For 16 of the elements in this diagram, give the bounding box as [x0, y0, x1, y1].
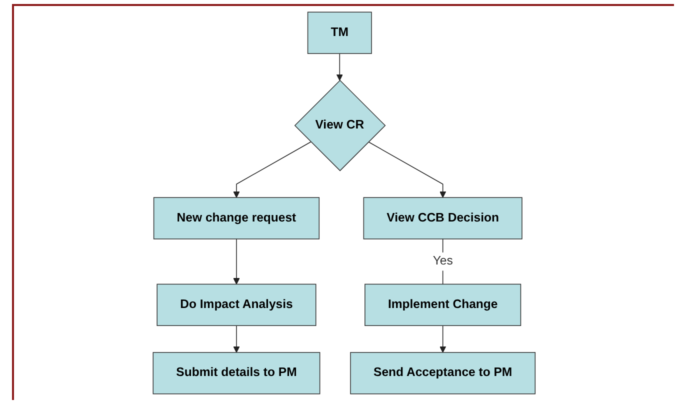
arrow — [368, 142, 446, 198]
node-box: TM — [307, 12, 372, 54]
node-box: Send Acceptance to PM — [350, 352, 536, 394]
arrow — [232, 238, 240, 284]
arrow — [336, 53, 343, 81]
arrow — [232, 325, 240, 353]
node-box: View CCB Decision — [363, 197, 522, 240]
node-box: Do Impact Analysis — [156, 284, 316, 326]
node-box: New change request — [153, 197, 320, 240]
node-diamond: View CR — [294, 80, 386, 172]
connector — [442, 238, 444, 285]
node-box: Submit details to PM — [152, 352, 320, 394]
arrow — [439, 325, 446, 353]
edge-label: Yes — [432, 254, 453, 268]
node-box: Implement Change — [364, 284, 521, 326]
arrow — [232, 142, 312, 198]
